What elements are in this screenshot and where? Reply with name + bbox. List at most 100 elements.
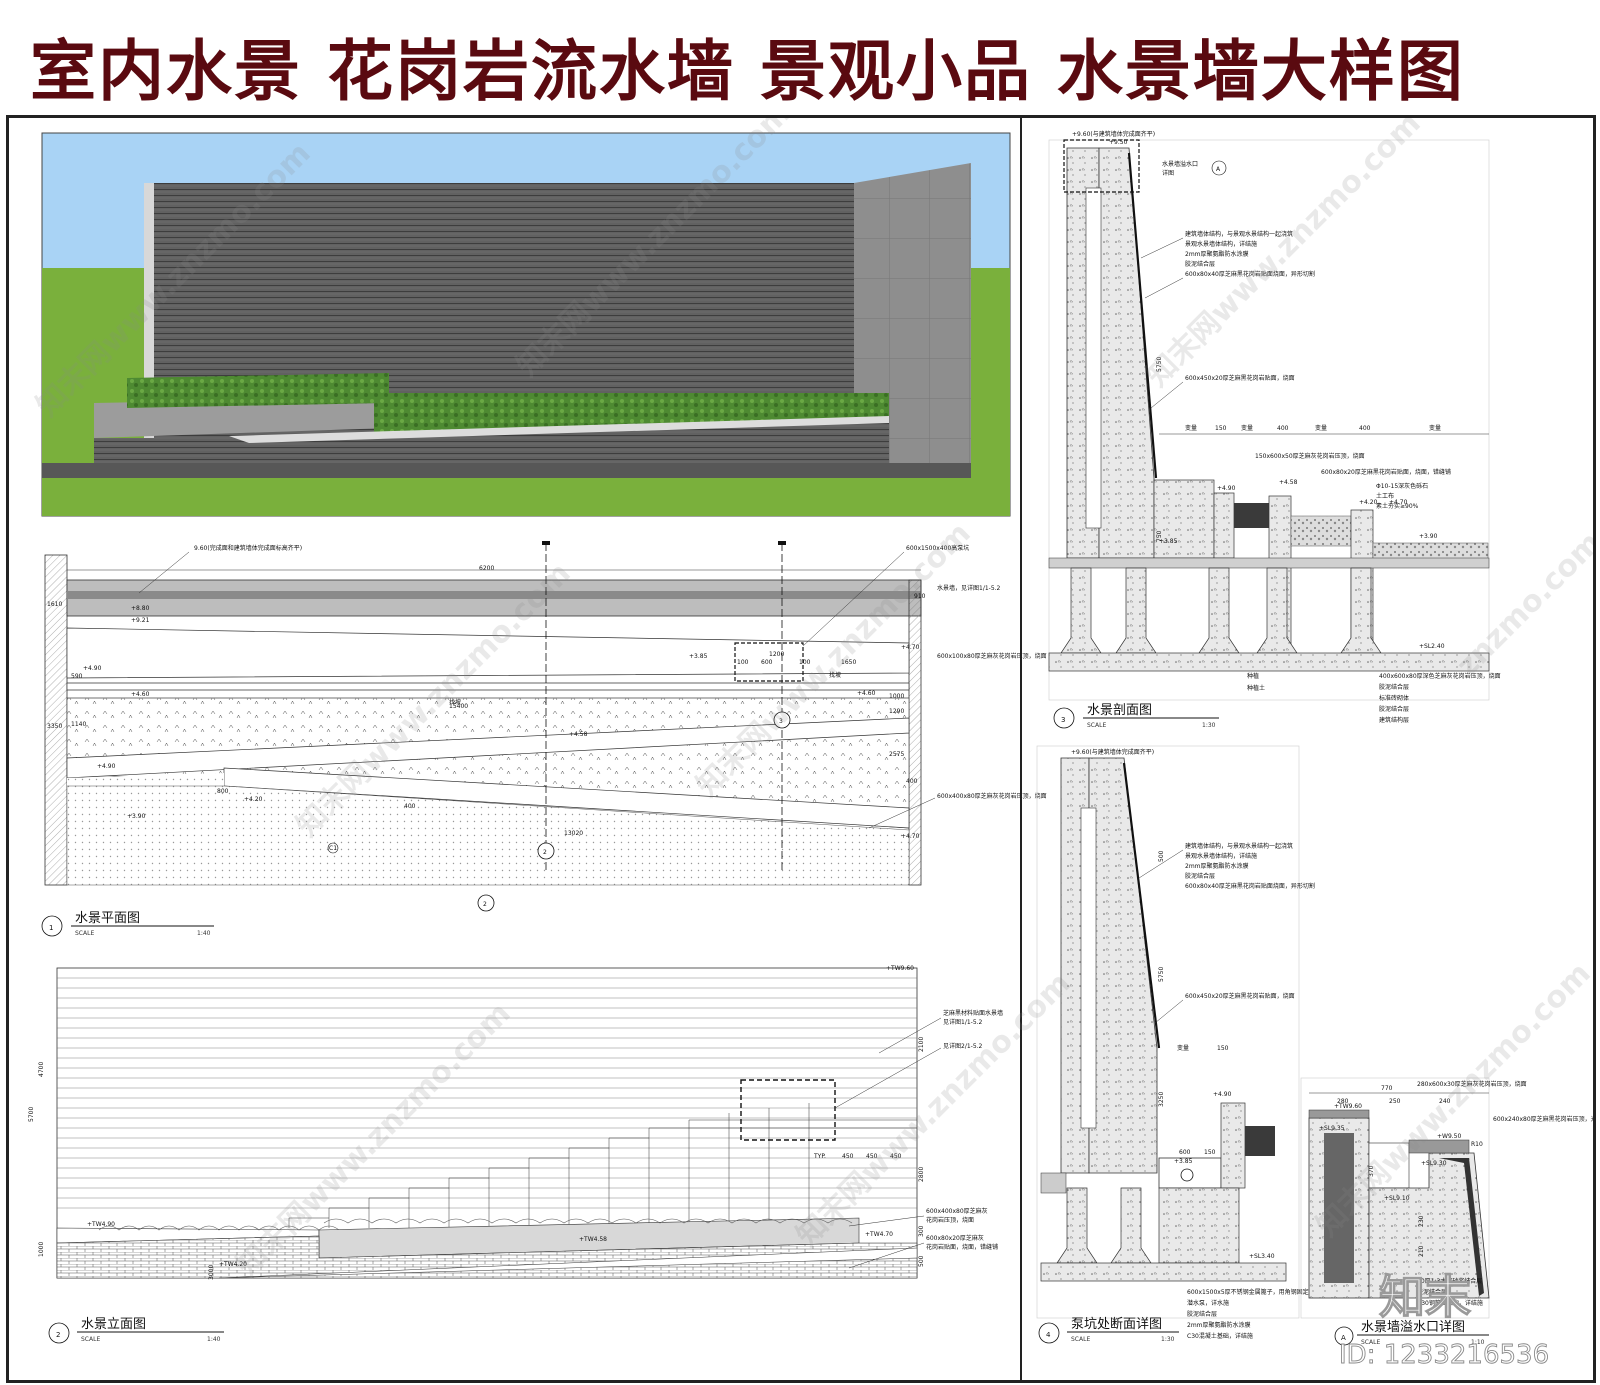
section-cladding — [1127, 152, 1158, 479]
section-bottom-note-2: 标准砖砌体 — [1379, 694, 1409, 702]
plan-dim-3350: 3350 — [47, 723, 62, 730]
outlet-level-sl910: +SL9.10 — [1384, 1195, 1410, 1202]
svg-text:1:10: 1:10 — [1471, 1339, 1485, 1346]
pump-bottom-note-3: 2mm厚聚氨酯防水涂膜 — [1187, 1321, 1251, 1329]
section-outlet-note: 水景墙溢水口 — [1162, 160, 1198, 168]
plan-dim-15400: 15400 — [449, 703, 468, 710]
svg-text:3: 3 — [1061, 716, 1065, 724]
plan-level-490a: +4.90 — [83, 665, 102, 672]
plan-level-490b: +4.90 — [97, 763, 116, 770]
elev-typ: TYP. — [813, 1153, 826, 1160]
svg-text:知末网www.znzmo.com: 知末网www.znzmo.com — [1140, 118, 1428, 394]
plan-level-880: +8.80 — [131, 605, 150, 612]
elevation-view: +TW9.60 +TW4.90 +TW4.58 +TW4.70 +TW4.20 … — [28, 965, 1003, 1344]
id-label: ID: 1233216536 — [1339, 1340, 1549, 1370]
outlet-dim-370: 370 — [1368, 1165, 1375, 1177]
znzmo-logo: 知末 — [1379, 1270, 1471, 1324]
section-gravel — [1290, 515, 1352, 547]
section-level-390: +3.90 — [1419, 533, 1438, 540]
pump-feature-wall — [1088, 757, 1158, 1174]
plan-dim-13020: 13020 — [564, 830, 583, 837]
pump-bottom-note-1: 潜水泵，详水施 — [1187, 1299, 1229, 1307]
pump-level-490: +4.90 — [1213, 1091, 1232, 1098]
outlet-dim-r10: R10 — [1471, 1141, 1483, 1148]
svg-text:A: A — [1216, 166, 1221, 173]
section-marker-a — [1211, 160, 1227, 176]
svg-text:SCALE: SCALE — [1361, 1339, 1380, 1346]
plan-lawn-area — [66, 785, 910, 886]
section-caption: 3 水景剖面图 SCALE 1:30 — [1053, 703, 1219, 729]
section-bed-note-3: 土工布 — [1376, 492, 1394, 500]
outlet-note-2: 30厚1:3水泥砂浆结合层 — [1417, 1277, 1482, 1285]
section-note-2: 2mm厚聚氨酯防水涂膜 — [1185, 250, 1249, 258]
header: 室内水景 花岗岩流水墙 景观小品 水景墙大样图 — [0, 0, 1600, 112]
plan-marker-3 — [773, 711, 791, 729]
pump-level-385: +3.85 — [1174, 1158, 1193, 1165]
section-bottom-note-4: 建筑结构层 — [1379, 716, 1409, 724]
plan-dim-590: 590 — [71, 673, 83, 680]
plan-level-390: +3.90 — [127, 813, 146, 820]
plan-view: 9.60(完成面和建筑墙体完成面标高齐平) 600x1500x400高泵坑 水景… — [41, 541, 1047, 937]
plan-dim-1610: 1610 — [47, 601, 62, 608]
plan-cap-upper — [66, 717, 910, 779]
outlet-dim-230: 230 — [1418, 1215, 1425, 1227]
plan-note-cap2: 600x400x80厚芝麻灰花岗岩压顶，烧面 — [937, 792, 1047, 800]
elev-note-1b: 见详图1/1-5.2 — [943, 1018, 983, 1026]
page-title: 室内水景 花岗岩流水墙 景观小品 水景墙大样图 — [30, 33, 1465, 110]
outlet-note-0: 280x600x30厚芝麻灰花岗岩压顶，烧面 — [1417, 1080, 1527, 1088]
section-bed-note-2: Φ10-15深灰色砾石 — [1376, 482, 1428, 490]
section-bed-note-0: 150x600x50厚芝麻灰花岗岩压顶，烧面 — [1255, 452, 1365, 460]
plan-caption: 1 水景平面图 SCALE 1:40 — [41, 911, 214, 937]
svg-text:1:40: 1:40 — [197, 930, 211, 937]
pump-note-face: 600x450x20厚芝麻黑花岗岩贴面，烧面 — [1185, 992, 1295, 1000]
pump-dim-var: 变量 — [1177, 1044, 1189, 1052]
svg-text:1:30: 1:30 — [1161, 1336, 1175, 1343]
pump-dim-150b: 150 — [1204, 1149, 1216, 1156]
elev-note-3: 600x400x80厚芝麻灰 — [926, 1207, 988, 1215]
elev-level-470: +TW4.70 — [865, 1231, 893, 1238]
plan-title: 水景平面图 — [75, 911, 140, 926]
outlet-detail: 280x600x30厚芝麻灰花岗岩压顶，烧面 600x240x80厚芝麻黑花岗岩… — [1300, 1077, 1600, 1346]
section-level-458: +4.58 — [1279, 479, 1298, 486]
plan-slope-1: 找坡 — [449, 698, 461, 706]
outlet-caption: A 水景墙溢水口详图 SCALE 1:10 — [1334, 1320, 1489, 1346]
section-level-490: +4.90 — [1217, 485, 1236, 492]
outlet-dim-250: 250 — [1389, 1098, 1401, 1105]
outlet-title: 水景墙溢水口详图 — [1361, 1320, 1465, 1335]
section-bed-note-4: 素土夯实≥90% — [1376, 502, 1419, 510]
svg-text:2: 2 — [543, 849, 547, 856]
pump-dim-150a: 150 — [1217, 1045, 1229, 1052]
pump-slab — [1040, 1262, 1287, 1282]
outlet-note-1: 600x240x80厚芝麻黑花岗岩压顶，光面 — [1493, 1115, 1593, 1123]
elev-dim-500: 500 — [918, 1255, 925, 1267]
section-title: 水景剖面图 — [1087, 703, 1152, 718]
pump-caption: 4 泵坑处断面详图 SCALE 1:30 — [1038, 1317, 1179, 1344]
svg-text:C1: C1 — [329, 845, 337, 852]
pump-note-4: 600x80x40厚芝麻黑花岗岩贴面烧面，异形切割 — [1185, 882, 1315, 890]
section-dim-var2: 变量 — [1241, 424, 1253, 432]
drawing-canvas: 9.60(完成面和建筑墙体完成面标高齐平) 600x1500x400高泵坑 水景… — [28, 96, 1600, 1380]
plan-level-470b: +4.70 — [901, 833, 920, 840]
outlet-wall-right — [1368, 1152, 1490, 1299]
plan-marker-2b — [477, 894, 495, 912]
elev-note-1: 芝麻黑材料贴面水景墙 — [943, 1009, 1003, 1017]
plan-marker-c1 — [327, 842, 339, 854]
pump-title: 泵坑处断面详图 — [1071, 1317, 1162, 1332]
plan-note-top: 9.60(完成面和建筑墙体完成面标高齐平) — [194, 544, 302, 552]
section-bottom-note-0: 400x600x80厚深色芝麻灰花岗岩压顶，烧面 — [1379, 672, 1501, 680]
plan-note-cap: 600x100x80厚芝麻灰花岗岩压顶，烧面 — [937, 652, 1047, 660]
pump-dim-600: 600 — [1179, 1149, 1191, 1156]
section-plant-bed-1 — [1234, 503, 1269, 528]
elev-dim-2800: 2800 — [918, 1167, 925, 1182]
pump-bottom-note-0: 600x1500x5厚不锈钢金属篦子，用角钢固定支撑 — [1187, 1288, 1321, 1296]
pump-note-3: 胶泥结合层 — [1185, 872, 1215, 880]
svg-text:2: 2 — [56, 1331, 60, 1339]
plan-dim-100b: 100 — [799, 659, 811, 666]
outlet-dim-240: 240 — [1439, 1098, 1451, 1105]
plan-marker-2 — [537, 842, 555, 860]
section-dim-var1: 变量 — [1185, 424, 1197, 432]
pump-note-0: 建筑墙体结构，与景观水景结构一起浇筑 — [1185, 842, 1293, 850]
plan-dim-1140: 1140 — [71, 721, 86, 728]
plan-dim-1200: 1200 — [769, 651, 784, 658]
elev-dim-450c: 450 — [890, 1153, 902, 1160]
